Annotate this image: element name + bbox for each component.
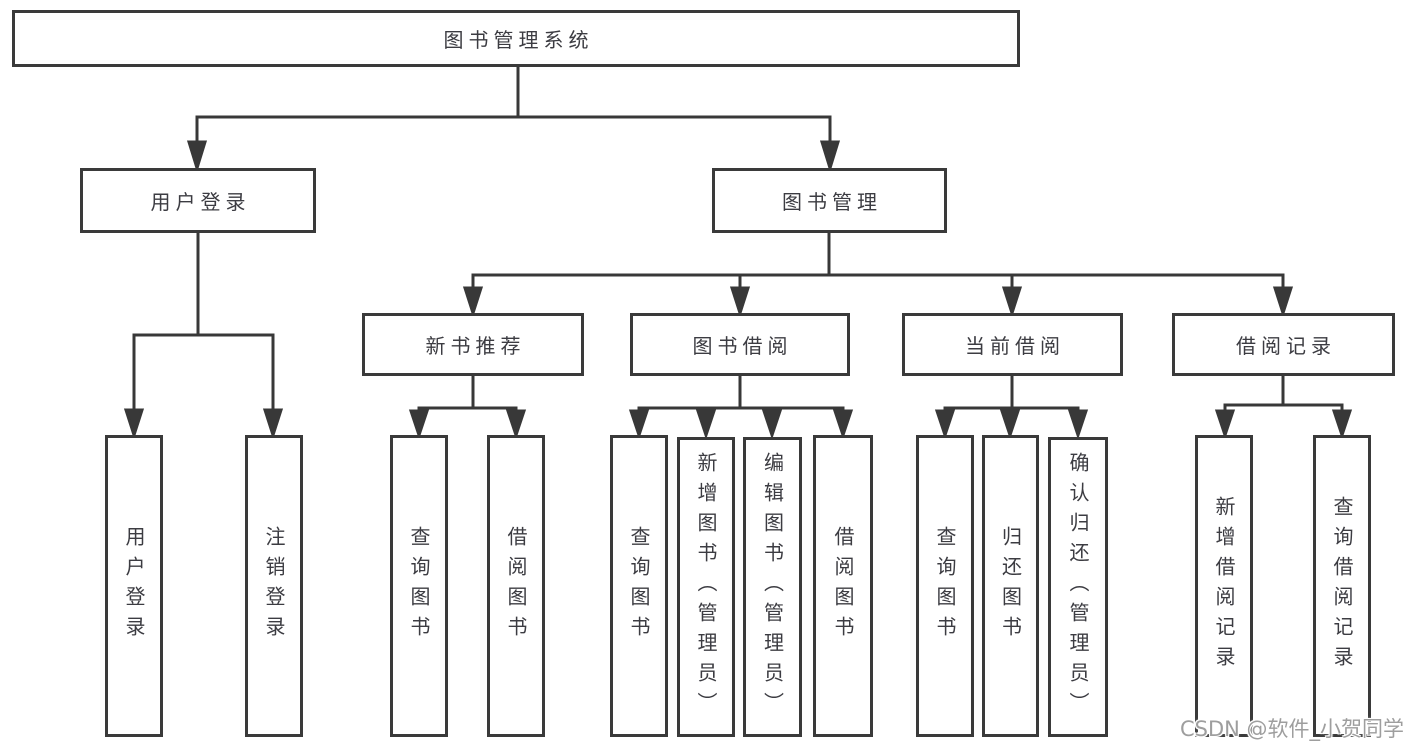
node-borrow-books-rec-label: 借阅图书 xyxy=(504,526,528,646)
node-return-book-label: 归还图书 xyxy=(998,526,1023,646)
node-borrow-books-rec: 借阅图书 xyxy=(487,435,545,737)
node-query-books-current: 查询图书 xyxy=(916,435,974,737)
node-user-login-leaf-label: 用户登录 xyxy=(122,526,146,646)
node-add-book-admin-label: 新增图书（管理员） xyxy=(694,452,718,722)
node-borrow-records: 借阅记录 xyxy=(1172,313,1395,376)
csdn-watermark: CSDN @软件_小贺同学 xyxy=(1180,717,1405,741)
node-new-book-rec-label: 新书推荐 xyxy=(425,334,526,358)
node-root-label: 图书管理系统 xyxy=(443,28,594,52)
node-query-books-rec-label: 查询图书 xyxy=(407,526,431,646)
node-user-login-leaf: 用户登录 xyxy=(105,435,163,737)
node-book-mgmt-label: 图书管理 xyxy=(782,190,882,214)
node-return-book: 归还图书 xyxy=(982,435,1039,737)
node-borrow-books-borrow: 借阅图书 xyxy=(813,435,873,737)
node-user-login: 用户登录 xyxy=(80,168,316,233)
node-borrow-books-borrow-label: 借阅图书 xyxy=(831,526,855,646)
node-borrow-records-label: 借阅记录 xyxy=(1236,334,1336,358)
node-book-mgmt: 图书管理 xyxy=(712,168,947,233)
node-edit-book-admin: 编辑图书（管理员） xyxy=(743,437,802,737)
node-current-borrow: 当前借阅 xyxy=(902,313,1123,376)
node-edit-book-admin-label: 编辑图书（管理员） xyxy=(760,452,785,722)
node-root: 图书管理系统 xyxy=(12,10,1020,67)
node-add-book-admin: 新增图书（管理员） xyxy=(677,437,735,737)
node-book-borrow-label: 图书借阅 xyxy=(692,334,793,358)
node-query-books-borrow: 查询图书 xyxy=(610,435,668,737)
node-logout-leaf-label: 注销登录 xyxy=(262,526,286,646)
node-confirm-return-admin-label: 确认归还（管理员） xyxy=(1066,452,1090,722)
node-user-login-label: 用户登录 xyxy=(150,190,251,214)
node-query-books-rec: 查询图书 xyxy=(390,435,448,737)
node-add-borrow-record: 新增借阅记录 xyxy=(1195,435,1253,737)
node-logout-leaf: 注销登录 xyxy=(245,435,303,737)
node-new-book-rec: 新书推荐 xyxy=(362,313,584,376)
node-query-books-borrow-label: 查询图书 xyxy=(627,526,651,646)
node-add-borrow-record-label: 新增借阅记录 xyxy=(1212,496,1236,676)
node-book-borrow: 图书借阅 xyxy=(630,313,850,376)
node-current-borrow-label: 当前借阅 xyxy=(965,334,1065,358)
node-query-borrow-record: 查询借阅记录 xyxy=(1313,435,1371,737)
node-confirm-return-admin: 确认归还（管理员） xyxy=(1048,437,1108,737)
node-query-books-current-label: 查询图书 xyxy=(933,526,957,646)
node-query-borrow-record-label: 查询借阅记录 xyxy=(1330,496,1354,676)
